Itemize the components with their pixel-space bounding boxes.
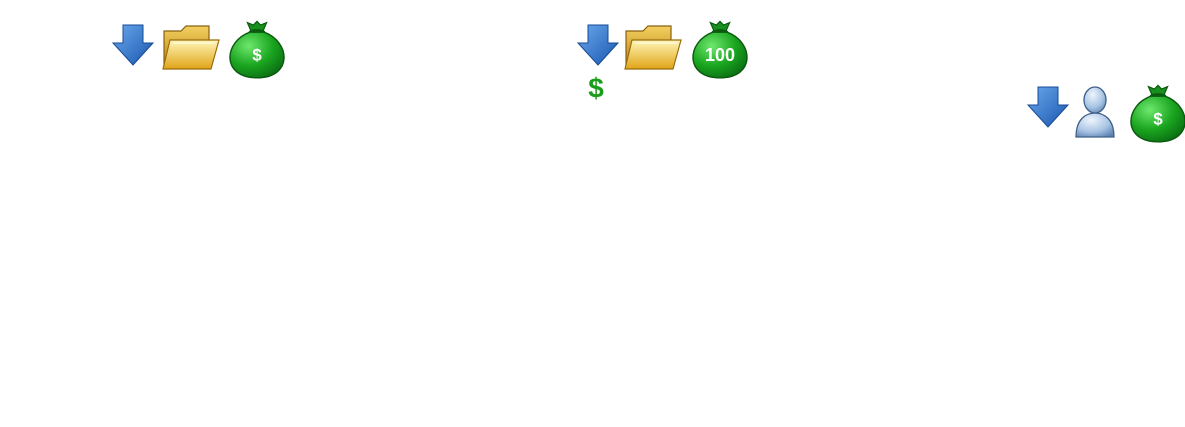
dollar-sign-icon: $ xyxy=(588,73,604,104)
bag-body xyxy=(692,31,748,79)
user-head xyxy=(1083,86,1107,114)
folder-front xyxy=(624,39,682,70)
folder-icon[interactable] xyxy=(624,25,682,70)
tree-budget: 100 $ xyxy=(576,20,748,104)
user-body xyxy=(1075,112,1115,138)
folder-front xyxy=(162,39,220,70)
user-icon[interactable] xyxy=(1075,86,1115,138)
bag-label: 100 xyxy=(705,45,735,65)
node-layer: $100 $ $ xyxy=(111,20,1185,143)
folder-icon[interactable] xyxy=(162,25,220,70)
tree-node-folder: 100 $ xyxy=(576,20,748,104)
bag-body xyxy=(1130,95,1185,143)
tree-user: $ xyxy=(1026,84,1185,143)
money-bag-icon: $ xyxy=(229,20,285,79)
tree-node-folder: $ xyxy=(111,20,285,79)
down-arrow-icon xyxy=(111,24,155,66)
arrow-shape xyxy=(576,24,620,66)
tree-generic: $ xyxy=(111,20,285,79)
bag-label: $ xyxy=(252,46,262,65)
arrow-shape xyxy=(111,24,155,66)
money-bag-icon: $ xyxy=(1130,84,1185,143)
down-arrow-icon xyxy=(576,24,620,66)
money-bag-icon: 100 xyxy=(692,20,748,79)
bag-label: $ xyxy=(1153,110,1163,129)
arrow-shape xyxy=(1026,86,1070,128)
tree-node-user: $ xyxy=(1026,84,1185,143)
down-arrow-icon xyxy=(1026,86,1070,128)
bag-body xyxy=(229,31,285,79)
